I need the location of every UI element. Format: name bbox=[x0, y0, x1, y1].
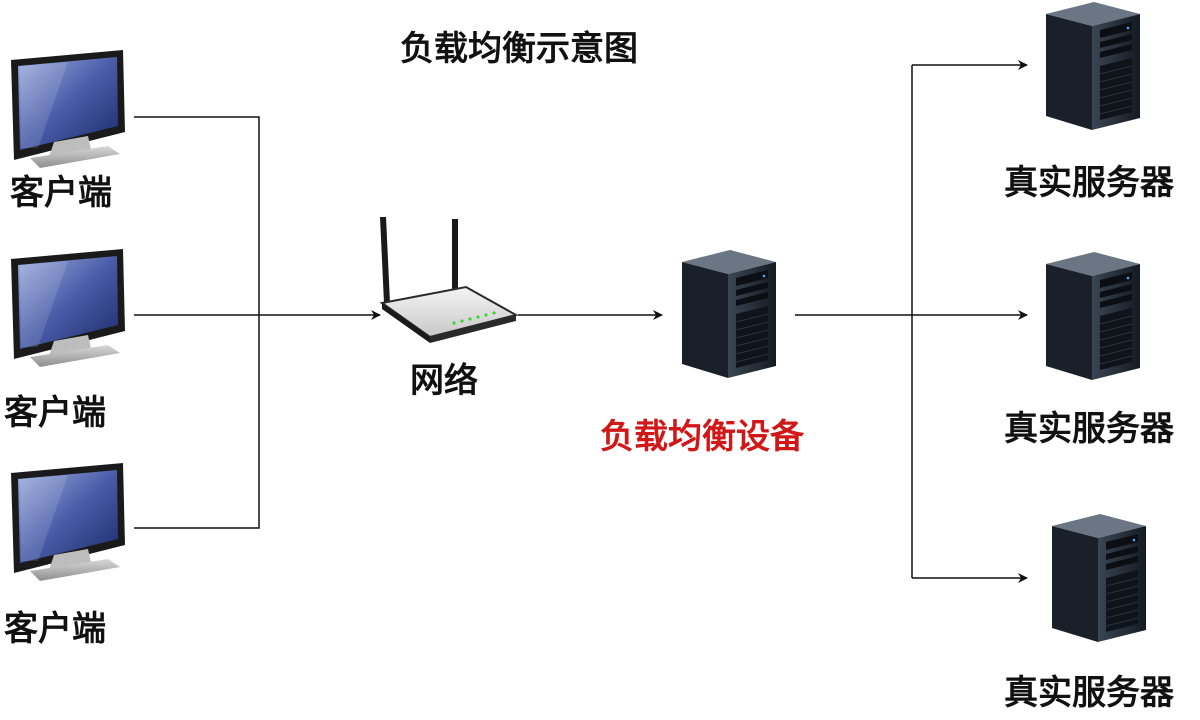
server-label: 真实服务器 bbox=[1004, 409, 1174, 449]
server-tower-icon bbox=[1046, 2, 1140, 130]
server-label: 真实服务器 bbox=[1004, 163, 1174, 203]
client-label: 客户端 bbox=[4, 393, 106, 433]
load-balancer-label: 负载均衡设备 bbox=[600, 417, 804, 457]
server-label: 真实服务器 bbox=[1004, 673, 1174, 713]
server-tower-icon bbox=[1046, 252, 1140, 380]
monitor-icon bbox=[11, 249, 125, 367]
server-tower-icon bbox=[682, 250, 776, 378]
client-1-connector bbox=[134, 116, 260, 529]
router-icon bbox=[379, 217, 518, 343]
network-label: 网络 bbox=[410, 361, 478, 401]
server-tower-icon bbox=[1052, 514, 1146, 642]
client-label: 客户端 bbox=[4, 609, 106, 649]
monitor-icon bbox=[11, 463, 125, 581]
diagram-title: 负载均衡示意图 bbox=[400, 29, 638, 69]
client-label: 客户端 bbox=[10, 173, 112, 213]
monitor-icon bbox=[11, 50, 125, 168]
